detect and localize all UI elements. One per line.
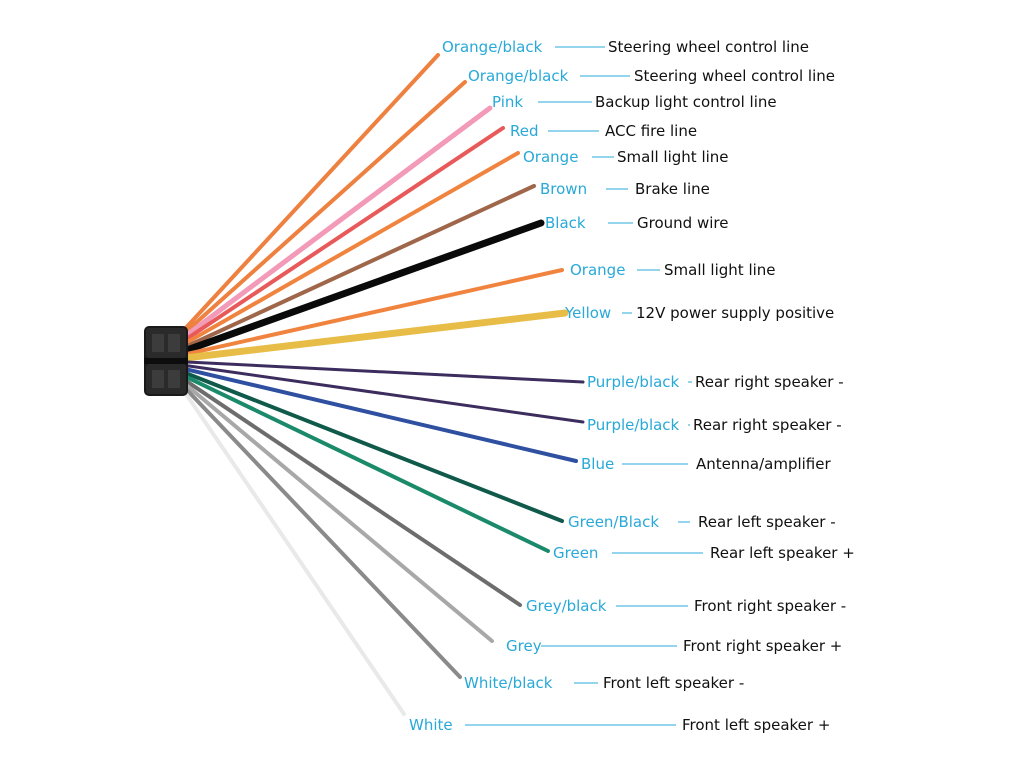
- wire-function-label: Front right speaker +: [683, 637, 842, 655]
- wire-function-label: Brake line: [635, 180, 710, 198]
- wire-function-label: 12V power supply positive: [636, 304, 834, 322]
- wire-3: [180, 126, 505, 344]
- wire-color-label: Red: [510, 122, 539, 140]
- harness-connector: [144, 326, 188, 396]
- wire-5: [180, 184, 536, 351]
- wire-9: [180, 360, 585, 384]
- wire-function-label: Small light line: [617, 148, 729, 166]
- wire-function-label: Front left speaker -: [603, 674, 744, 692]
- wire-function-label: Rear left speaker -: [698, 513, 836, 531]
- wire-17: [180, 386, 406, 716]
- wire-color-label: White: [409, 716, 453, 734]
- wire-14: [180, 376, 522, 607]
- wire-function-label: Steering wheel control line: [634, 67, 835, 85]
- wire-function-label: Rear right speaker -: [695, 373, 844, 391]
- wire-function-label: ACC fire line: [605, 122, 697, 140]
- wire-color-label: Black: [545, 214, 586, 232]
- wire-16: [180, 382, 462, 679]
- wire-color-label: Green: [553, 544, 598, 562]
- wire-8: [178, 309, 569, 362]
- wire-color-label: Orange: [523, 148, 578, 166]
- wire-7: [180, 268, 564, 358]
- wire-function-label: Rear left speaker +: [710, 544, 855, 562]
- wire-1: [180, 80, 467, 338]
- wire-color-label: White/black: [464, 674, 553, 692]
- wire-function-label: Ground wire: [637, 214, 728, 232]
- wire-6: [178, 219, 545, 356]
- wire-13: [180, 372, 550, 553]
- wire-function-label: Backup light control line: [595, 93, 777, 111]
- wire-4: [180, 151, 520, 348]
- wire-function-label: Front right speaker -: [694, 597, 846, 615]
- wire-color-label: Purple/black: [587, 373, 680, 391]
- wire-function-label: Steering wheel control line: [608, 38, 809, 56]
- wire-function-label: Antenna/amplifier: [696, 455, 831, 473]
- wire-color-label: Brown: [540, 180, 587, 198]
- wire-function-label: Rear right speaker -: [693, 416, 842, 434]
- wire-0: [180, 53, 440, 334]
- wire-10: [180, 363, 585, 424]
- wire-color-label: Grey/black: [526, 597, 607, 615]
- wire-color-label: Blue: [581, 455, 614, 473]
- wire-15: [180, 379, 494, 643]
- wires-layer: [178, 53, 585, 716]
- wire-color-label: Grey: [506, 637, 542, 655]
- wire-11: [180, 366, 578, 463]
- wire-2: [179, 105, 493, 342]
- wire-color-label: Pink: [492, 93, 523, 111]
- wire-color-label: Yellow: [564, 304, 611, 322]
- wire-color-label: Orange/black: [442, 38, 543, 56]
- wire-12: [180, 369, 564, 523]
- wire-color-label: Green/Black: [568, 513, 659, 531]
- wire-color-label: Orange: [570, 261, 625, 279]
- wire-function-label: Front left speaker +: [682, 716, 830, 734]
- wire-color-label: Orange/black: [468, 67, 569, 85]
- wire-color-label: Purple/black: [587, 416, 680, 434]
- wire-function-label: Small light line: [664, 261, 776, 279]
